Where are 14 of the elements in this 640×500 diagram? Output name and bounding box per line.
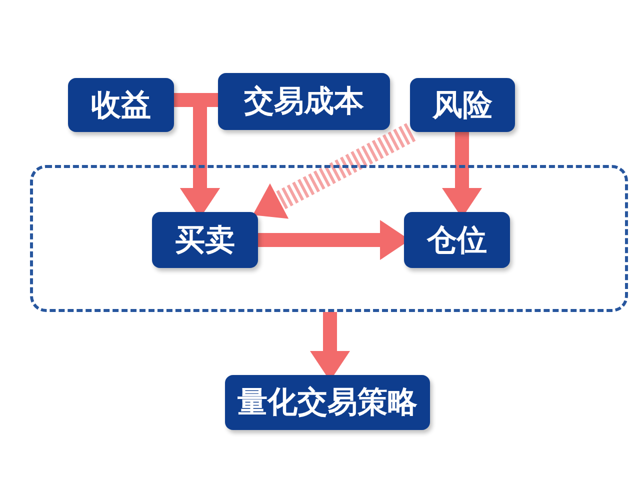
box-label: 仓位 [427,222,487,260]
box-label: 交易成本 [244,83,364,121]
box-label: 量化交易策略 [238,384,418,422]
label-box [152,212,258,268]
label-box [225,375,430,430]
box-label: 风险 [432,86,492,124]
box-label: 买卖 [175,222,235,260]
dashed-group-box [30,165,628,312]
label-box [218,73,390,130]
label-box [410,78,515,132]
label-box [404,212,510,268]
box-label: 收益 [91,86,151,124]
arrow [252,123,416,219]
label-box [68,78,174,132]
